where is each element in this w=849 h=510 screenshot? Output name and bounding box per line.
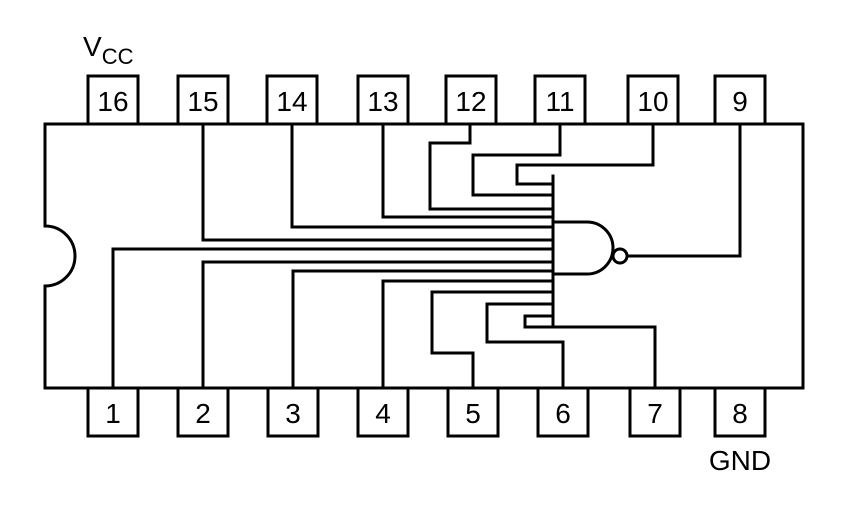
wire-pin-4 [381, 279, 555, 390]
pin-12: 12 [444, 74, 498, 126]
pin-6: 6 [536, 386, 590, 438]
vcc-label-sub: CC [102, 44, 134, 69]
wire-pin-15 [201, 122, 555, 242]
vcc-label-main: V [83, 31, 102, 62]
pin-4: 4 [356, 386, 410, 438]
wire-pin-11 [471, 122, 562, 197]
pin-number: 5 [465, 398, 481, 429]
pin-number: 3 [285, 398, 301, 429]
nand-gate-body [551, 220, 615, 276]
pin-1: 1 [86, 386, 140, 438]
top-pin-row: 16 15 14 13 12 11 10 9 [86, 74, 767, 126]
pin-5: 5 [446, 386, 500, 438]
pin-8: 8 [713, 386, 767, 438]
pin-number: 7 [647, 398, 663, 429]
chip-body [43, 122, 805, 390]
pin-number: 12 [455, 86, 486, 117]
wire-pin-2 [201, 260, 555, 390]
gnd-label: GND [709, 445, 771, 476]
wire-pin-5 [430, 290, 555, 390]
pin-13: 13 [356, 74, 410, 126]
pin-7: 7 [628, 386, 682, 438]
pin-2: 2 [176, 386, 230, 438]
pin-number: 8 [732, 398, 748, 429]
wire-pin-9-output [625, 122, 742, 258]
vcc-label: VCC [83, 31, 134, 69]
pin-10: 10 [626, 74, 680, 126]
pin-number: 4 [375, 398, 391, 429]
nand-gate-bubble [611, 247, 629, 265]
wire-pin-14 [290, 122, 555, 229]
gate-input-wires [111, 122, 657, 390]
wire-pin-10 [515, 122, 655, 186]
wire-pin-3 [291, 269, 555, 390]
pin-14: 14 [265, 74, 319, 126]
nand-gate [551, 122, 742, 276]
pin-number: 15 [187, 86, 218, 117]
wire-pin-1 [111, 247, 555, 390]
pin-11: 11 [533, 74, 587, 126]
pin-number: 16 [97, 86, 128, 117]
pin-3: 3 [266, 386, 320, 438]
bottom-pin-row: 1 2 3 4 5 6 7 8 [86, 386, 767, 438]
pin-number: 13 [367, 86, 398, 117]
wire-pin-6 [485, 302, 565, 390]
pin-number: 1 [105, 398, 121, 429]
wire-pin-12 [428, 122, 555, 211]
wire-pin-13 [381, 122, 555, 219]
pin-number: 14 [276, 86, 307, 117]
pin-number: 10 [637, 86, 668, 117]
pin-number: 11 [545, 86, 574, 117]
pin-9: 9 [713, 74, 767, 126]
wire-pin-7 [523, 314, 657, 390]
pin-16: 16 [86, 74, 140, 126]
pin-number: 6 [555, 398, 571, 429]
pin-15: 15 [176, 74, 230, 126]
pin-number: 2 [195, 398, 211, 429]
pin-number: 9 [732, 86, 748, 117]
